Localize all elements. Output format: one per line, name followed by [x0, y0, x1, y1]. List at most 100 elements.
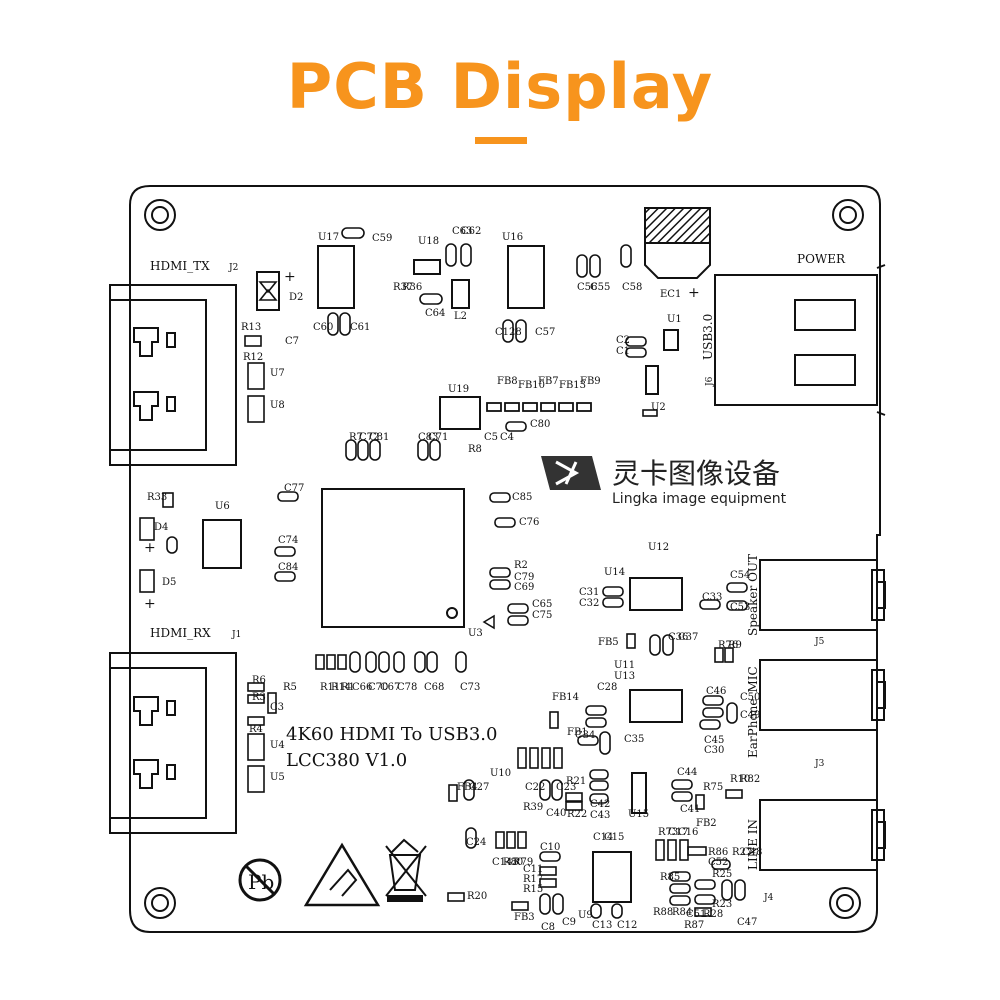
refdes-c7: C7	[285, 336, 299, 347]
logo-name-cn: 灵卡图像设备	[612, 457, 780, 490]
board-version: LCC380 V1.0	[286, 750, 407, 771]
refdes-u6: U6	[215, 501, 230, 512]
refdes-r8: R8	[468, 444, 482, 455]
refdes-c80: C80	[530, 419, 550, 430]
refdes-r5: R5	[283, 682, 297, 693]
audio-jacks	[759, 559, 886, 871]
refdes-fb1: FB1	[567, 727, 588, 738]
refdes-c47: C47	[737, 917, 757, 928]
refdes-c3: C3	[270, 702, 284, 713]
refdes-fb3: FB3	[514, 912, 535, 923]
refdes-c67: C67	[380, 682, 400, 693]
refdes-r85: R85	[660, 872, 680, 883]
refdes-u16: U16	[502, 232, 523, 243]
svg-text:+: +	[688, 285, 700, 301]
refdes-r23: R23	[712, 899, 732, 910]
earphone-mic-label: EarPhone_MIC	[746, 666, 760, 758]
refdes-fb9: FB9	[580, 376, 601, 387]
weee-bin-icon	[385, 838, 427, 902]
refdes-c22: C22	[525, 782, 545, 793]
refdes-r25: R25	[712, 869, 732, 880]
refdes-c32: C32	[579, 598, 599, 609]
refdes-c50: C50	[740, 692, 760, 703]
refdes-c60: C60	[313, 322, 333, 333]
refdes-r10: R10	[730, 774, 750, 785]
refdes-r9: R9	[728, 640, 742, 651]
refdes-c64: C64	[425, 308, 445, 319]
refdes-r28: R28	[703, 909, 723, 920]
refdes-c43: C43	[590, 810, 610, 821]
refdes-r15: R15	[523, 884, 543, 895]
refdes-u11: U11	[614, 660, 635, 671]
refdes-r79: R79	[513, 857, 533, 868]
refdes-u8: U8	[270, 400, 285, 411]
refdes-c14: C14	[593, 832, 613, 843]
refdes-r82: R82	[740, 774, 760, 785]
refdes-c62: C62	[461, 226, 481, 237]
refdes-r21: R21	[566, 776, 586, 787]
connector-labels: HDMI_TX J2 HDMI_RX J1 POWER USB3.0 J6 Sp…	[150, 252, 846, 903]
refdes-d5: D5	[162, 577, 176, 588]
refdes-r84: R84	[672, 907, 692, 918]
refdes-c55: C55	[590, 282, 610, 293]
refdes-c45: C45	[704, 735, 724, 746]
refdes-r33: R33	[147, 492, 167, 503]
refdes-u4: U4	[270, 740, 285, 751]
refdes-r13: R13	[241, 322, 261, 333]
refdes-c48: C48	[742, 847, 762, 858]
refdes-c63: C63	[452, 226, 472, 237]
hdmi-rx-connector	[109, 652, 237, 834]
refdes-c68: C68	[424, 682, 444, 693]
refdes-c41: C41	[680, 804, 700, 815]
refdes-r27: R27	[732, 847, 752, 858]
refdes-c56: C56	[577, 282, 597, 293]
refdes-fb7: FB7	[538, 376, 559, 387]
passive-components	[139, 227, 748, 919]
svg-text:+: +	[144, 540, 156, 556]
ec1-capacitor: +	[644, 207, 711, 301]
refdes-c69: C69	[514, 582, 534, 593]
pb-free-icon: Pb	[238, 858, 282, 902]
board-outline	[129, 185, 881, 933]
refdes-c53: C53	[730, 602, 750, 613]
refdes-r22: R22	[567, 809, 587, 820]
refdes-c78: C78	[397, 682, 417, 693]
refdes-c79: C79	[514, 572, 534, 583]
refdes-u5: U5	[270, 772, 285, 783]
refdes-c28: C28	[597, 682, 617, 693]
refdes-r6: R6	[252, 675, 266, 686]
refdes-fb14: FB14	[552, 692, 579, 703]
refdes-c17: C17	[668, 827, 688, 838]
refdes-r37: R37	[393, 282, 413, 293]
refdes-c1: C1	[616, 346, 630, 357]
refdes-r76: R76	[718, 640, 738, 651]
refdes-c65: C65	[532, 599, 552, 610]
refdes-c128: C128	[495, 327, 522, 338]
refdes-u7: U7	[270, 368, 285, 379]
refdes-fb8: FB8	[497, 376, 518, 387]
refdes-c77: C77	[284, 483, 304, 494]
refdes-r39: R39	[523, 802, 543, 813]
refdes-r4: R4	[249, 724, 263, 735]
refdes-c15: C15	[604, 832, 624, 843]
refdes-c31: C31	[579, 587, 599, 598]
refdes-r7: R7	[349, 432, 363, 443]
refdes-r11: R11	[320, 682, 340, 693]
refdes-r88: R88	[653, 907, 673, 918]
usb30-label: USB3.0	[701, 314, 715, 360]
j1-label: J1	[231, 630, 241, 640]
refdes-d4: D4	[154, 522, 168, 533]
company-logo: 灵卡图像设备 Lingka image equipment	[541, 456, 787, 507]
refdes-u17: U17	[318, 232, 339, 243]
refdes-u10: U10	[490, 768, 511, 779]
board-product-name: 4K60 HDMI To USB3.0	[286, 724, 497, 745]
refdes-u14: U14	[604, 567, 625, 578]
refdes-fb13: FB13	[559, 380, 586, 391]
refdes-r3: R3	[252, 692, 266, 703]
refdes-c74: C74	[278, 535, 298, 546]
refdes-c35: C35	[624, 734, 644, 745]
j2-label: J2	[228, 263, 238, 273]
refdes-c51: C51	[686, 909, 706, 920]
refdes-c49: C49	[740, 710, 760, 721]
